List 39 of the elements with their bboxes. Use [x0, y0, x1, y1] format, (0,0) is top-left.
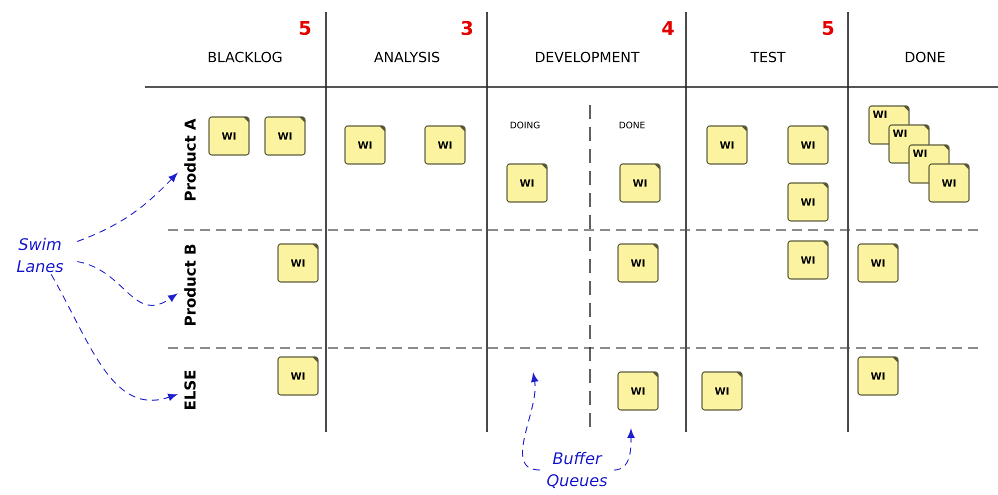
sticky-note: WI	[787, 182, 829, 222]
sub-column-header: DONE	[620, 122, 645, 128]
lane-label: ELSE	[184, 370, 196, 410]
wip-limit: 4	[662, 21, 674, 35]
sticky-note: WI	[506, 163, 548, 203]
callout-text: Buffer Queues	[547, 452, 608, 488]
sticky-note: WI	[264, 116, 306, 156]
sticky-note: WI	[208, 116, 250, 156]
sticky-note: WI	[277, 356, 319, 396]
arrow	[76, 261, 177, 306]
lane-label: Product B	[184, 244, 196, 326]
sticky-note: WI	[787, 125, 829, 165]
sticky-note: WI	[617, 243, 659, 283]
sticky-note: WI	[857, 356, 899, 396]
column-header: DEVELOPMENT	[536, 52, 640, 62]
arrow	[50, 274, 177, 401]
sticky-note: WI	[277, 243, 319, 283]
sub-column-header: DOING	[510, 122, 540, 128]
sticky-note: WI	[424, 125, 466, 165]
wip-limit: 3	[462, 20, 472, 36]
sticky-note: WI	[619, 163, 661, 203]
sticky-note: WI	[617, 371, 659, 411]
arrow	[76, 173, 178, 242]
column-header: TEST	[750, 52, 786, 62]
sticky-note: WI	[928, 163, 970, 203]
wip-limit: 5	[822, 20, 834, 36]
column-header: BLACKLOG	[208, 52, 282, 62]
column-header: DONE	[906, 52, 945, 62]
sticky-note: WI	[706, 125, 748, 165]
wip-limit: 5	[300, 20, 310, 36]
arrow	[522, 373, 540, 470]
column-header: ANALYSIS	[374, 52, 440, 62]
sticky-note: WI	[701, 371, 743, 411]
sticky-note: WI	[787, 240, 829, 280]
arrow	[614, 429, 635, 470]
lane-label: Product A	[184, 118, 196, 200]
sticky-note: WI	[857, 243, 899, 283]
callout-text: Swim Lanes	[16, 238, 64, 272]
sticky-note: WI	[344, 125, 386, 165]
